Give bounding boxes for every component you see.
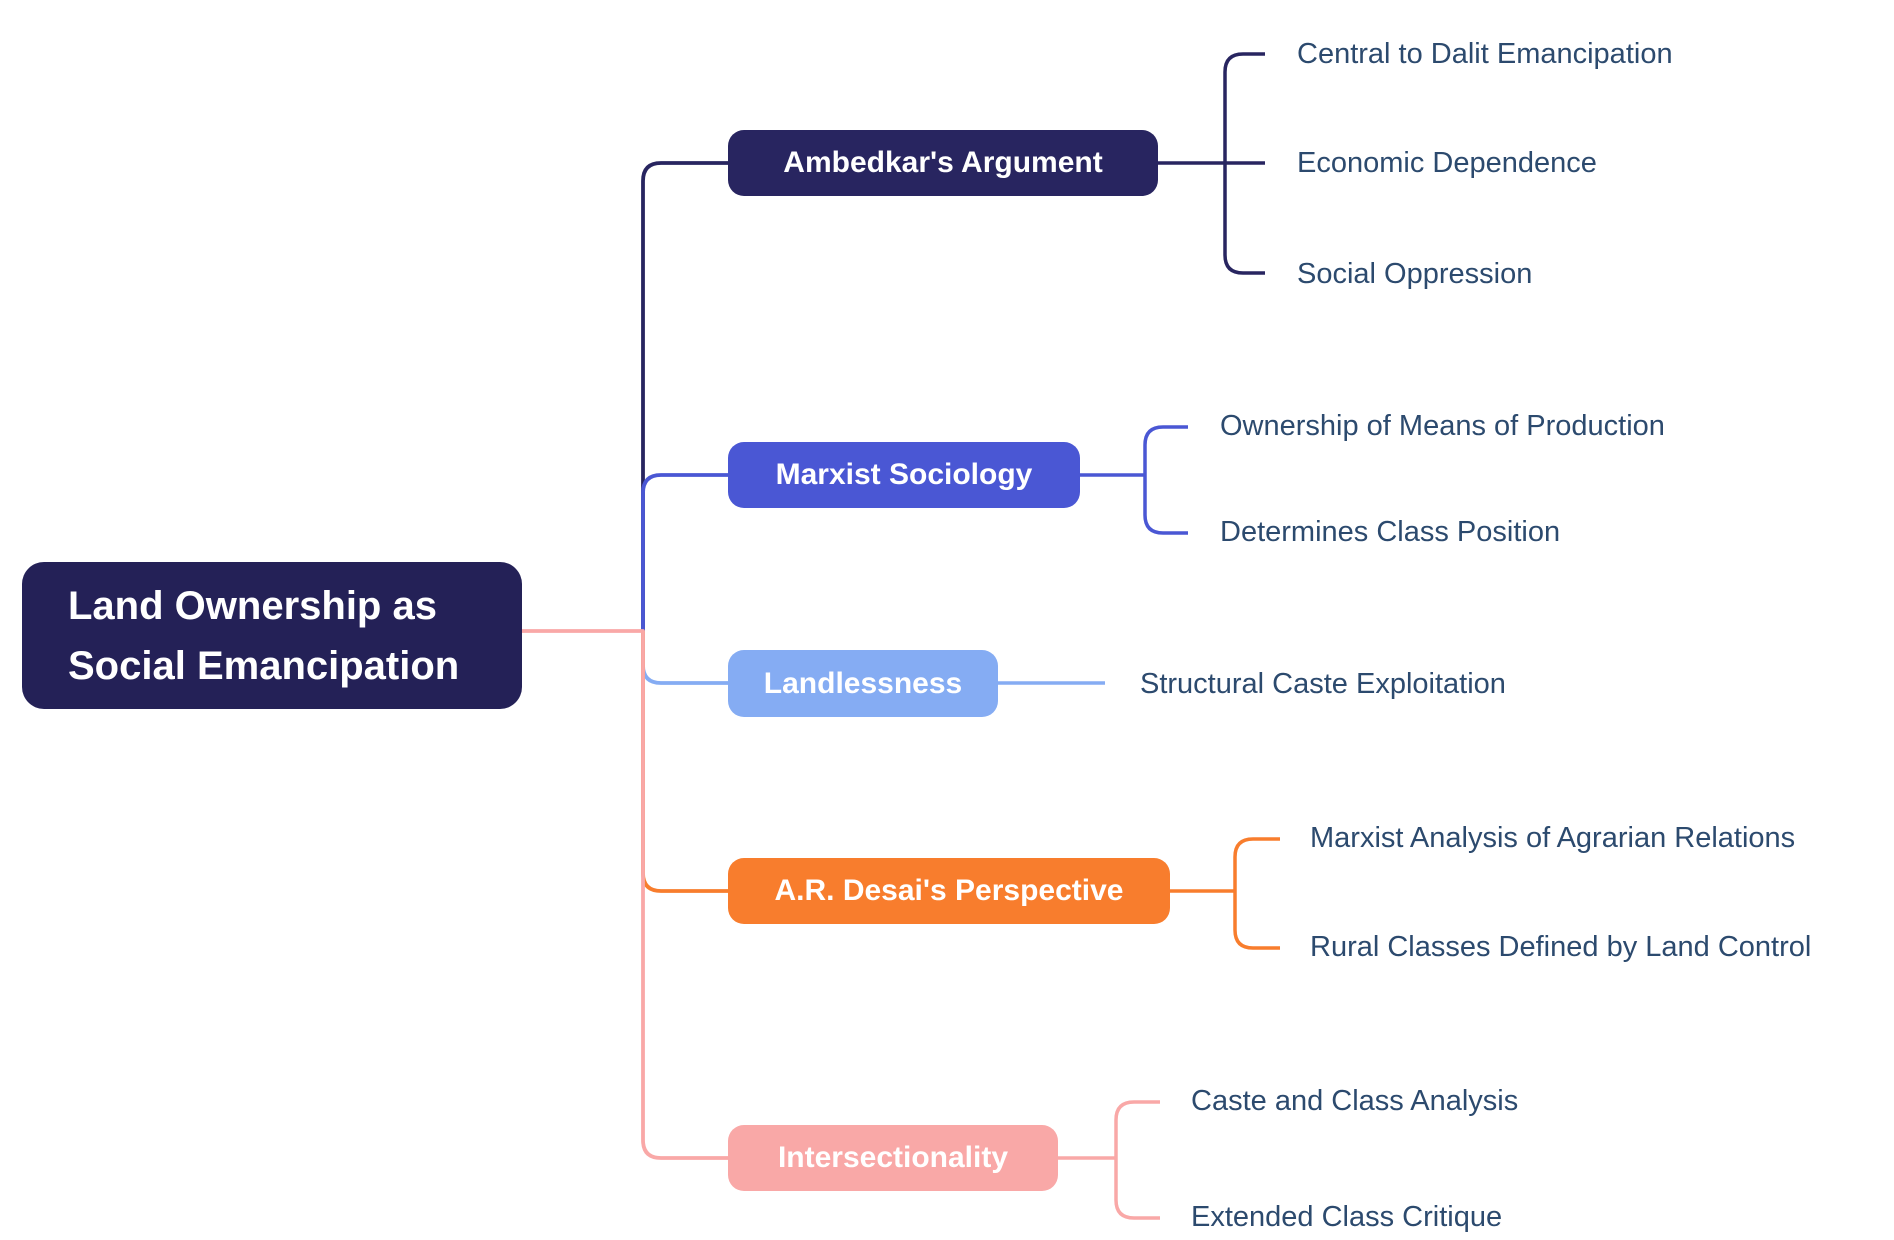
- leaf-structural-caste-exploitation[interactable]: Structural Caste Exploitation: [1140, 667, 1506, 700]
- leaf-marxist-analysis-of-agrarian-relations[interactable]: Marxist Analysis of Agrarian Relations: [1310, 821, 1796, 854]
- branch-node-marxist-sociology[interactable]: Marxist Sociology: [728, 442, 1080, 508]
- branch-node-intersectionality[interactable]: Intersectionality: [728, 1125, 1058, 1191]
- leaf-ownership-of-means-of-production[interactable]: Ownership of Means of Production: [1220, 409, 1665, 442]
- branch-node-ambedkar-argument[interactable]: Ambedkar's Argument: [728, 130, 1158, 196]
- leaf-determines-class-position[interactable]: Determines Class Position: [1220, 515, 1561, 548]
- bracket-intersectionality: [1058, 1100, 1160, 1220]
- link-ambedkar: [641, 161, 728, 631]
- leaf-rural-classes-defined-by-land-control[interactable]: Rural Classes Defined by Land Control: [1310, 930, 1812, 963]
- link-marxist-sociology: [641, 473, 728, 631]
- bracket-marxist-sociology: [1080, 425, 1188, 535]
- leaf-social-oppression[interactable]: Social Oppression: [1297, 257, 1533, 290]
- link-landlessness: [641, 631, 728, 685]
- leaf-extended-class-critique[interactable]: Extended Class Critique: [1191, 1200, 1503, 1233]
- root-node-land-ownership[interactable]: Land Ownership as Social Emancipation: [22, 562, 522, 709]
- leaf-caste-and-class-analysis[interactable]: Caste and Class Analysis: [1191, 1084, 1519, 1117]
- branch-node-desai-perspective[interactable]: A.R. Desai's Perspective: [728, 858, 1170, 924]
- branch-node-landlessness[interactable]: Landlessness: [728, 650, 998, 717]
- bracket-desai: [1170, 837, 1280, 950]
- link-desai: [641, 631, 728, 893]
- link-intersectionality: [522, 629, 728, 1160]
- bracket-ambedkar: [1158, 52, 1265, 275]
- leaf-economic-dependence[interactable]: Economic Dependence: [1297, 146, 1597, 179]
- leaf-central-to-dalit-emancipation[interactable]: Central to Dalit Emancipation: [1297, 37, 1673, 70]
